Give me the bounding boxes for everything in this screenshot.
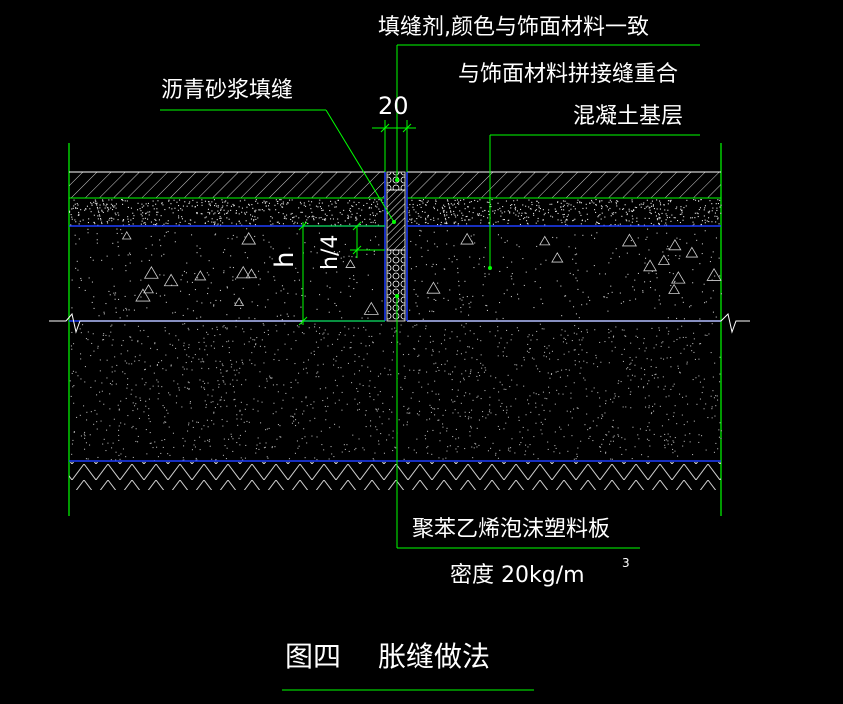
depth-h-dimension: h [270,251,300,268]
expansion-joint [384,171,408,322]
density-exponent: 3 [622,556,630,570]
foam-board-label: 聚苯乙烯泡沫塑料板 [412,517,611,542]
concrete-base-layer [71,228,722,321]
top-note-line2: 与饰面材料拼接缝重合 [458,62,679,87]
concrete-base-label: 混凝土基层 [573,104,684,129]
figure-title: 胀缝做法 [378,640,491,673]
sub-base-layer [69,323,722,462]
break-lines [49,312,750,334]
figure-number: 图四 [285,640,342,673]
joint-width-dimension: 20 [378,92,409,120]
mortar-layer [69,199,722,227]
foam-board [386,249,406,322]
leader-dots [392,178,492,298]
asphalt-fill-label: 沥青砂浆填缝 [161,78,294,103]
top-note-line1: 填缝剂,颜色与饰面材料一致 [378,15,649,40]
finish-layer [69,171,721,199]
compacted-soil-layer [69,462,721,490]
depth-h4-dimension: h/4 [318,234,343,270]
annotation-lines [160,44,700,691]
density-label: 密度 20kg/m [450,563,585,588]
asphalt-mortar-fill [386,189,406,251]
